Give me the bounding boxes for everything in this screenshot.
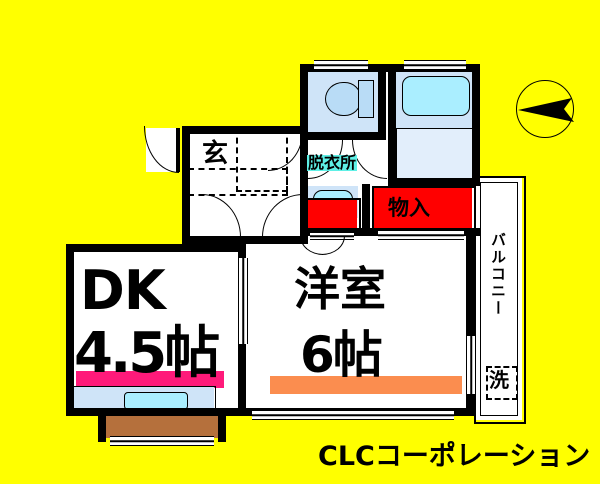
wall-bath-bottom <box>388 178 480 186</box>
shoe-cupboard-box <box>236 128 288 192</box>
wall-bay-left <box>98 414 106 442</box>
bathtub-icon <box>402 76 470 116</box>
wall-toilet-bottom <box>300 132 378 140</box>
genkan-label: 玄 <box>202 139 229 169</box>
sliding-door-balcony[interactable] <box>466 336 476 394</box>
datsuijo-label: 脱衣所 <box>307 153 358 172</box>
washitsu-floor-band <box>270 376 462 394</box>
toilet-tank-icon <box>358 80 374 118</box>
bath-washing-area-fill <box>396 128 474 182</box>
washitsu-label: 洋室 <box>294 262 386 316</box>
wall-bottom-entrance <box>182 236 308 244</box>
window-storage-front[interactable] <box>378 230 464 240</box>
balcony-floor <box>474 176 522 420</box>
wall-left-service-upper <box>300 64 308 126</box>
north-arrow-icon <box>518 98 574 122</box>
dk-label: DK <box>80 259 166 322</box>
window-washitsu[interactable] <box>252 410 454 420</box>
wall-toilet-right <box>378 64 386 140</box>
dk-bay-alcove <box>104 414 220 438</box>
wall-partition-bottom <box>238 340 246 416</box>
wall-dk-bottom <box>66 408 246 416</box>
wall-right-service <box>472 64 480 186</box>
wall-bath-left <box>388 64 396 184</box>
wall-dk-top <box>66 244 246 252</box>
company-logo: CLCコーポレーション <box>318 441 591 472</box>
sliding-door-dk-washitsu[interactable] <box>238 258 248 344</box>
datsuijo-cabinet <box>303 198 357 230</box>
storage-fill <box>372 186 472 232</box>
washer-space-box <box>486 366 518 400</box>
shoe-cupboard-step <box>188 168 288 196</box>
window-toilet[interactable] <box>314 60 368 70</box>
wall-top-entrance <box>182 126 308 134</box>
bath-washing-area-outline <box>396 128 476 184</box>
wall-bay-right <box>218 414 226 442</box>
balcony-outline <box>474 176 526 424</box>
wall-partition-top <box>238 244 246 262</box>
balcony-inner-outline <box>480 182 518 416</box>
window-dk-bay[interactable] <box>110 436 214 446</box>
compass-circle <box>516 80 574 138</box>
wall-dk-left <box>66 244 74 416</box>
storage-label: 物入 <box>388 196 430 220</box>
toilet-bowl-icon <box>325 82 361 116</box>
balcony-label: バルコニー <box>489 232 507 317</box>
wall-left-entrance <box>182 126 190 244</box>
dk-size-label: 4.5帖 <box>74 321 220 386</box>
kitchen-counter-fill <box>76 371 224 388</box>
washitsu-size-label: 6帖 <box>300 326 383 384</box>
wall-datsuijo-left <box>300 140 308 244</box>
washer-label: 洗 <box>489 368 509 392</box>
wall-washitsu-right-upper <box>466 236 474 340</box>
window-bath[interactable] <box>404 60 466 70</box>
wall-washitsu-right-lower <box>466 390 474 416</box>
wall-datsuijo-right <box>362 184 370 236</box>
